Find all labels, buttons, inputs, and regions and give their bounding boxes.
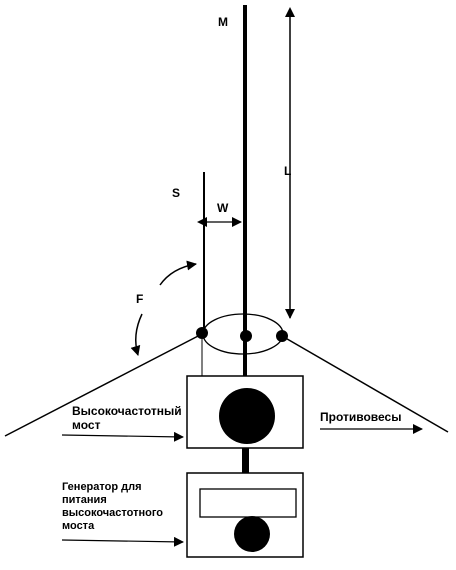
generator-display — [199, 488, 297, 518]
bridge-generator-link — [242, 448, 249, 473]
counterpoise-wire-right — [281, 335, 449, 433]
connection-node-left — [196, 327, 208, 339]
connection-node-center — [240, 330, 252, 342]
generator-label-line2: питания — [62, 494, 107, 506]
counterpoise-label: Противовесы — [320, 410, 401, 424]
generator-label-line4: моста — [62, 520, 95, 532]
width-label: W — [217, 201, 229, 215]
hf-bridge-dial — [219, 388, 275, 444]
generator-knob — [234, 516, 270, 552]
f-label: F — [136, 292, 143, 306]
bridge-label-line2: мост — [72, 418, 101, 432]
length-label: L — [284, 164, 291, 178]
generator-arrow — [61, 536, 184, 547]
generator-label-line1: Генератор для — [62, 481, 142, 493]
bridge-arrow — [61, 431, 184, 442]
short-element-label: S — [172, 186, 180, 200]
f-arrow-upper — [159, 260, 197, 286]
generator-label-line3: высокочастотного — [62, 507, 163, 519]
bridge-label-line1: Высокочастотный — [72, 404, 182, 418]
counterpoise-wire-left — [4, 333, 203, 437]
mast-label: M — [218, 15, 228, 29]
f-arrow-lower — [130, 313, 143, 356]
connection-node-right — [276, 330, 288, 342]
